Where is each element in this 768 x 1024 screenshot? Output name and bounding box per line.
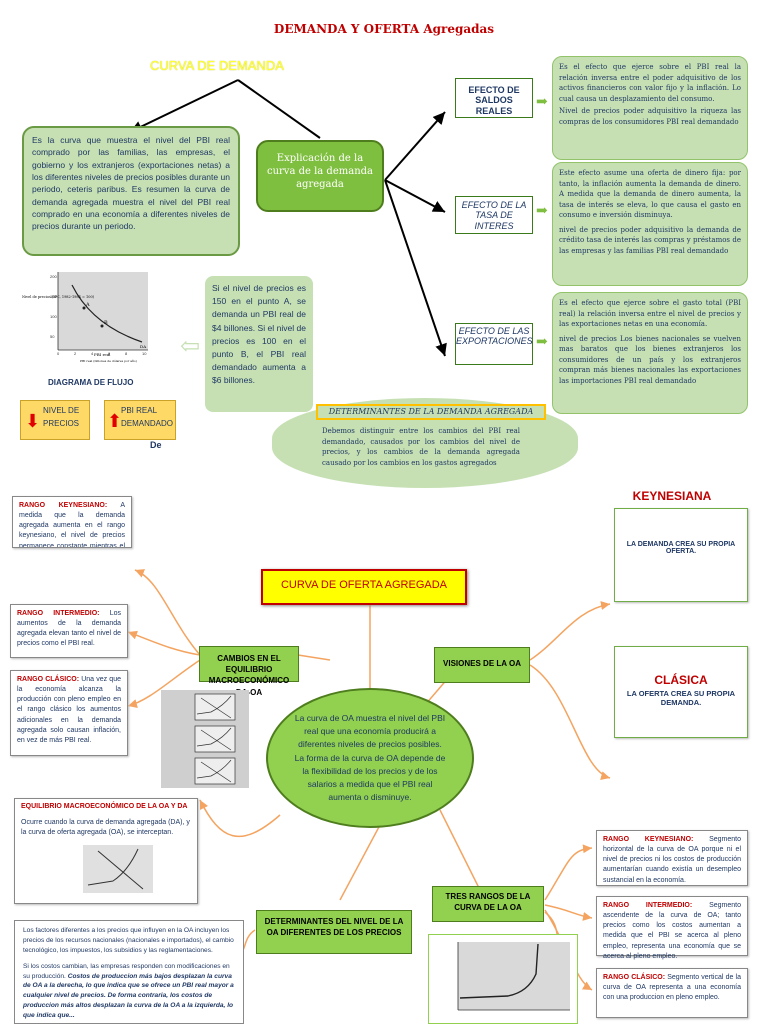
equilibrium-text: Ocurre cuando la curva de demanda agrega… bbox=[21, 819, 190, 837]
clasica-box: CLÁSICA LA OFERTA CREA SU PROPIA DEMANDA… bbox=[614, 646, 748, 738]
left-range-keynesian: RANGO KEYNESIANO: A medida que la demand… bbox=[12, 496, 132, 548]
x-tick-label: 4 bbox=[91, 351, 94, 356]
x-tick-label: 0 bbox=[57, 351, 60, 356]
x-tick-label: 2 bbox=[74, 351, 77, 356]
page-title: DEMANDA Y OFERTA Agregadas bbox=[273, 22, 495, 36]
right-range-classic: RANGO CLÁSICO: Segmento vertical de la c… bbox=[596, 968, 748, 1018]
demand-curve-chart: 200 150 100 50 0 2 4 6 8 10 A B DA Nivel de prec… bbox=[22, 272, 148, 363]
keynesiana-heading: KEYNESIANA bbox=[632, 489, 712, 503]
flow-diagram-label: DIAGRAMA DE FLUJO bbox=[48, 378, 134, 387]
effect-label-exports: EFECTO DE LAS EXPORTACIONES bbox=[455, 323, 533, 365]
left-range-intermediate: RANGO INTERMEDIO: Los aumentos de la dem… bbox=[10, 604, 128, 658]
curve-label: DA bbox=[140, 344, 146, 349]
three-ranges-box: TRES RANGOS DE LA CURVA DE LA OA bbox=[432, 886, 544, 922]
y-tick-label: 50 bbox=[50, 334, 55, 339]
equilibrium-box: EQUILIBRIO MACROECONÓMICO DE LA OA Y DA … bbox=[14, 798, 198, 904]
arrow-up-icon: ⬆ bbox=[107, 411, 123, 431]
determinants-supply-box: DETERMINANTES DEL NIVEL DE LA OA DIFEREN… bbox=[256, 910, 412, 954]
point-a-label: A bbox=[85, 302, 90, 308]
effect-text-exports: Es el efecto que ejerce sobre el gasto t… bbox=[552, 292, 748, 414]
arrow-down-icon: ⬇ bbox=[25, 411, 41, 431]
price-level-badge: ⬇ NIVEL DE PRECIOS bbox=[20, 400, 90, 440]
x-tick-label: 6 bbox=[108, 351, 111, 356]
explanation-text: Explicación de la curva de la demanda ag… bbox=[266, 153, 373, 190]
demand-curve-title: CURVA DE DEMANDA AGREGADA bbox=[150, 58, 284, 74]
explanation-box: Explicación de la curva de la demanda ag… bbox=[256, 140, 384, 212]
determinants-demand-text: Debemos distinguir entre los cambios del… bbox=[322, 427, 520, 467]
keynesiana-box: LA DEMANDA CREA SU PROPIA OFERTA. bbox=[614, 508, 748, 602]
clasica-text: LA OFERTA CREA SU PROPIA DEMANDA. bbox=[626, 689, 736, 707]
supply-center-text: La curva de OA muestra el nivel del PBI … bbox=[294, 713, 446, 803]
flow-de-label: De bbox=[150, 440, 162, 450]
x-tick-label: 8 bbox=[125, 351, 128, 356]
equilibrium-shift-charts bbox=[161, 690, 249, 788]
supply-center-ellipse: La curva de OA muestra el nivel del PBI … bbox=[266, 688, 474, 828]
effect-label-interest-rate: EFECTO DE LA TASA DE INTERES bbox=[455, 196, 533, 234]
factors-text-2: Si los costos cambian, las empresas resp… bbox=[23, 962, 230, 980]
y-tick-label: 150 bbox=[50, 294, 57, 299]
effect-text-real-balances: Es el efecto que ejerce sobre el PBI rea… bbox=[552, 56, 748, 160]
arrow-right-icon: ➡ bbox=[536, 94, 548, 110]
demand-definition-text: Es la curva que muestra el nivel del PBI… bbox=[32, 135, 230, 232]
real-gdp-badge: ⬆ PBI REAL DEMANDADO bbox=[104, 400, 176, 440]
effect-text-interest-rate: Este efecto asume una oferta de dinero f… bbox=[552, 162, 748, 286]
arrow-right-icon: ➡ bbox=[536, 334, 548, 350]
point-a bbox=[82, 306, 86, 310]
equilibrium-head: EQUILIBRIO MACROECONÓMICO DE LA OA Y DA bbox=[21, 803, 188, 810]
right-range-keynesian: RANGO KEYNESIANO: Segmento horizontal de… bbox=[596, 830, 748, 886]
equilibrium-chart bbox=[83, 845, 153, 893]
chart-xlabel: PBI real (billones de dólares por año) bbox=[80, 358, 137, 363]
keynesiana-text: LA DEMANDA CREA SU PROPIA OFERTA. bbox=[626, 541, 736, 555]
supply-curve-title: CURVA DE OFERTA AGREGADA bbox=[261, 569, 467, 605]
da-curve bbox=[71, 284, 143, 343]
example-text: Si el nivel de precios es 150 en el punt… bbox=[212, 283, 306, 386]
demand-definition-box: Es la curva que muestra el nivel del PBI… bbox=[22, 126, 240, 256]
effect-label-real-balances: EFECTO DE SALDOS REALES bbox=[455, 78, 533, 118]
arrow-left-icon: ⇦ bbox=[180, 332, 201, 360]
determinants-demand-label: DETERMINANTES DE LA DEMANDA AGREGADA bbox=[316, 404, 546, 420]
factors-box: Los factores diferentes a los precios qu… bbox=[14, 920, 244, 1024]
clasica-heading: CLÁSICA bbox=[654, 673, 708, 687]
changes-equilibrium-box: CAMBIOS EN EL EQUILIBRIO MACROECONÓMICO … bbox=[199, 646, 299, 697]
y-tick-label: 200 bbox=[50, 274, 57, 279]
arrow-right-icon: ➡ bbox=[536, 203, 548, 219]
left-range-classic: RANGO CLÁSICO: Una vez que la economía a… bbox=[10, 670, 128, 756]
factors-text-3: Costos de produccion más bajos desplazan… bbox=[23, 972, 234, 1020]
y-tick-label: 100 bbox=[50, 314, 57, 319]
chart-ylabel: Nivel de precios (IPC, 1982-1984 = 100) bbox=[22, 295, 95, 299]
point-b bbox=[100, 324, 104, 328]
x-tick-label: 10 bbox=[142, 351, 147, 356]
example-box: Si el nivel de precios es 150 en el punt… bbox=[205, 276, 313, 412]
three-ranges-chart bbox=[428, 934, 578, 1024]
point-b-label: B bbox=[104, 320, 108, 326]
right-range-intermediate: RANGO INTERMEDIO: Segmento ascendente de… bbox=[596, 896, 748, 960]
factors-text-1: Los factores diferentes a los precios qu… bbox=[23, 927, 234, 954]
visions-box: VISIONES DE LA OA bbox=[434, 647, 530, 683]
chart-xlabel-short: PBI real bbox=[94, 352, 111, 357]
